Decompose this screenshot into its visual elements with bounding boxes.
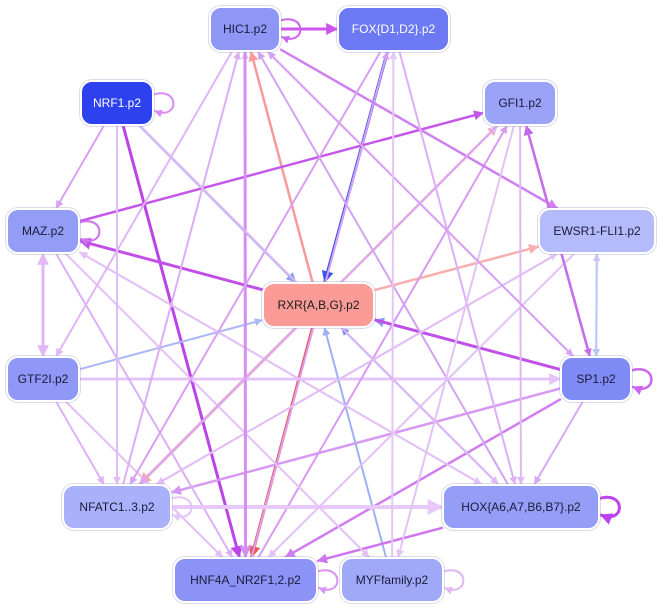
- node-gtf2i[interactable]: GTF2I.p2: [6, 356, 80, 402]
- node-label: HNF4A_NR2F1,2.p2: [190, 573, 301, 587]
- node-rxr[interactable]: RXR{A,B,G}.p2: [262, 282, 375, 328]
- edge-hic1-to-hnf4a: [239, 50, 252, 559]
- node-nfatc[interactable]: NFATC1..3.p2: [62, 484, 172, 530]
- edge-gtf2i-to-nfatc: [55, 401, 105, 485]
- edge-nrf1-to-nrf1: [151, 92, 175, 118]
- node-label: SP1.p2: [576, 372, 616, 386]
- edge-gtf2i-to-rxr: [79, 318, 263, 371]
- edge-fox-to-nfatc: [129, 51, 382, 485]
- node-label: MAZ.p2: [21, 224, 64, 238]
- node-label: RXR{A,B,G}.p2: [277, 298, 360, 312]
- node-ewsr1[interactable]: EWSR1-FLI1.p2: [538, 208, 656, 254]
- node-label: NFATC1..3.p2: [79, 500, 155, 514]
- edge-sp1-to-hic1: [267, 51, 574, 357]
- edge-maz-to-maz: [77, 220, 101, 246]
- edge-hnf4a-to-gfi1: [257, 125, 508, 558]
- edge-maz-to-gfi1: [78, 110, 485, 223]
- edge-gfi1-to-myf: [396, 125, 515, 558]
- node-maz[interactable]: MAZ.p2: [6, 208, 80, 254]
- node-fox[interactable]: FOX{D1,D2}.p2: [337, 6, 450, 52]
- edge-sp1-to-nfatc: [170, 387, 562, 495]
- node-myf[interactable]: MYFfamily.p2: [340, 557, 444, 603]
- node-gfi1[interactable]: GFI1.p2: [483, 80, 557, 126]
- edge-hic1-to-ewsr1: [279, 48, 559, 210]
- node-label: GTF2I.p2: [17, 372, 69, 386]
- edge-myf-to-fox: [389, 51, 398, 558]
- edge-fox-to-hox: [398, 51, 517, 485]
- edge-myf-to-myf: [441, 569, 465, 595]
- edge-nrf1-to-maz: [55, 125, 105, 209]
- node-label: GFI1.p2: [498, 96, 542, 110]
- edge-myf-to-rxr: [322, 327, 387, 558]
- edge-hic1-to-gtf2i: [55, 51, 233, 357]
- node-hox[interactable]: HOX{A6,A7,B6,B7}.p2: [442, 484, 600, 530]
- node-label: NRF1.p2: [92, 96, 142, 110]
- edge-sp1-to-hox: [533, 401, 584, 485]
- node-hnf4a[interactable]: HNF4A_NR2F1,2.p2: [173, 557, 318, 603]
- edge-hox-to-hox: [596, 495, 621, 525]
- edge-ewsr1-to-hnf4a: [267, 253, 575, 558]
- edge-ewsr1-to-nfatc: [156, 253, 558, 485]
- node-hic1[interactable]: HIC1.p2: [209, 6, 281, 52]
- node-label: HOX{A6,A7,B6,B7}.p2: [461, 500, 581, 514]
- node-label: FOX{D1,D2}.p2: [351, 22, 436, 36]
- edge-hnf4a-to-hnf4a: [315, 569, 339, 595]
- node-nrf1[interactable]: NRF1.p2: [80, 80, 154, 126]
- edge-nfatc-to-hic1: [122, 51, 241, 485]
- node-label: EWSR1-FLI1.p2: [553, 224, 641, 238]
- node-label: HIC1.p2: [222, 22, 268, 36]
- edge-nfatc-to-nfatc: [169, 496, 193, 522]
- edge-hox-to-hic1: [257, 51, 509, 485]
- edge-sp1-to-sp1: [628, 368, 653, 395]
- edge-hic1-to-hic1: [278, 18, 302, 44]
- node-label: MYFfamily.p2: [355, 573, 429, 587]
- edge-maz-to-hox: [79, 251, 483, 485]
- node-sp1[interactable]: SP1.p2: [560, 356, 632, 402]
- edge-sp1-to-hnf4a: [284, 398, 562, 559]
- edge-ewsr1-to-sp1: [592, 253, 601, 357]
- edge-hox-to-hnf4a: [316, 526, 444, 564]
